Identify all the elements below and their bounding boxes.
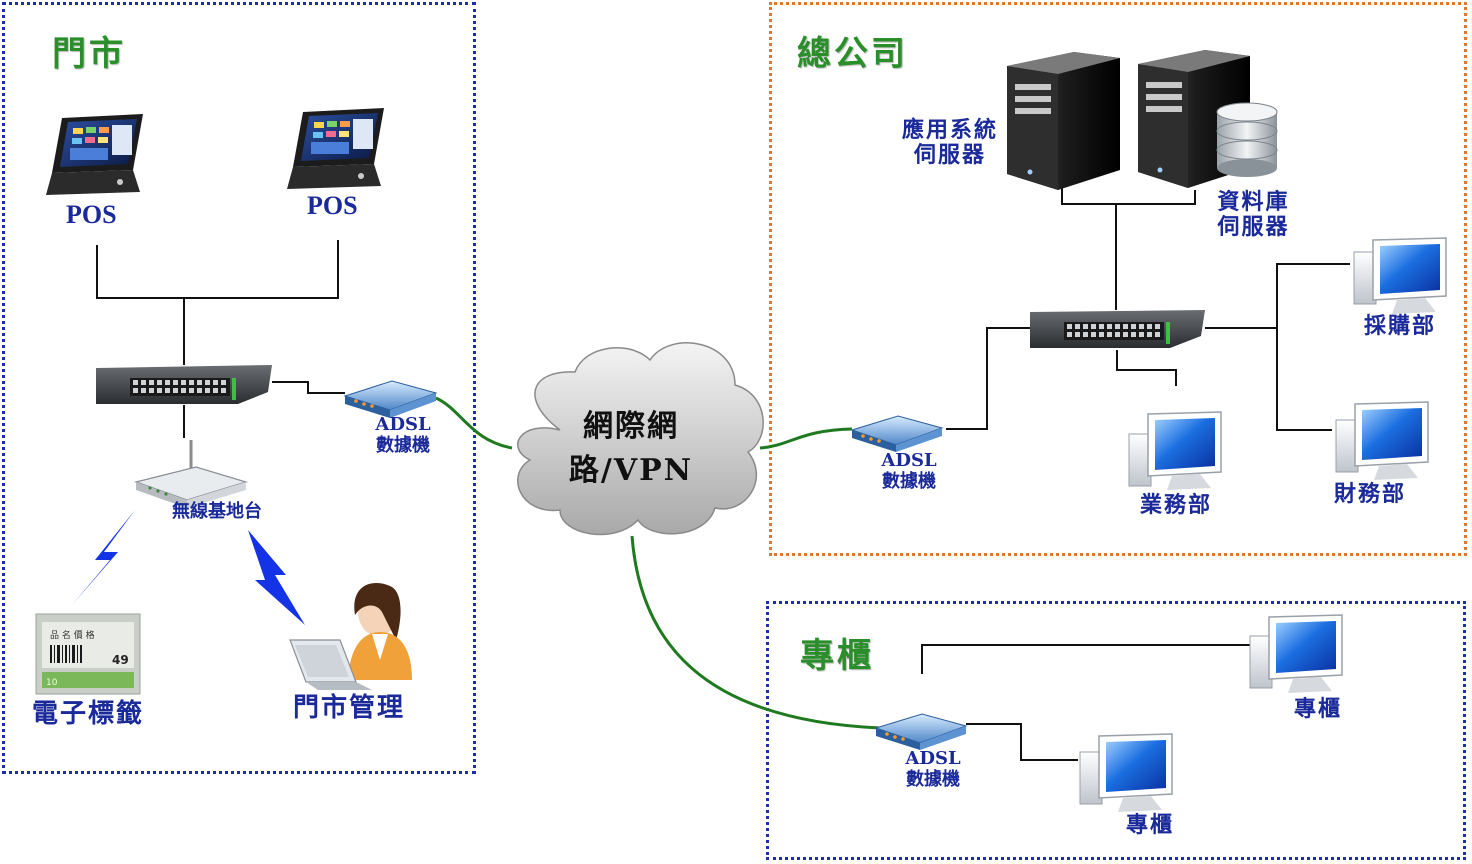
counter-adsl-label: ADSL 數據機 — [898, 748, 968, 790]
cloud-label: 網際網 路/VPN — [566, 405, 696, 492]
hq-switch-icon — [1030, 310, 1205, 348]
store-switch-icon — [96, 365, 272, 404]
hq-adsl-label-line1: ADSL — [881, 450, 937, 471]
db-server-label-line2: 伺服器 — [1217, 214, 1290, 241]
app-server-label-line1: 應用系統 — [901, 117, 998, 143]
pos-terminal-icon-1 — [46, 114, 143, 195]
database-icon — [1216, 102, 1278, 177]
counter-wires — [921, 644, 1250, 761]
hq-title: 總公司 — [797, 34, 908, 74]
wireless-signal-icon-right — [248, 530, 305, 625]
pc-icon-sales — [1128, 411, 1222, 490]
pos-terminal-icon-2 — [287, 108, 384, 189]
wireless-signal-icon-left — [72, 510, 135, 605]
pos-label-2: POS — [307, 191, 358, 220]
pos-label-1: POS — [66, 200, 117, 229]
pc-icon-finance — [1335, 401, 1429, 480]
store-region — [2, 2, 476, 774]
counter-adsl-label-line2: 數據機 — [906, 768, 960, 790]
counter-title: 專櫃 — [800, 636, 874, 676]
hq-adsl-modem-icon — [850, 415, 944, 452]
hq-adsl-label: ADSL 數據機 — [874, 450, 944, 492]
counter-pc2-label: 專櫃 — [1126, 812, 1175, 838]
pc-icon-purchasing — [1353, 237, 1447, 314]
esl-card-top-text: 品 名 價 格 — [50, 629, 95, 641]
counter-adsl-label-line1: ADSL — [905, 748, 961, 769]
cloud-label-line2: 路/VPN — [568, 452, 694, 488]
app-server-icon — [1007, 52, 1120, 190]
hq-adsl-label-line2: 數據機 — [882, 470, 936, 492]
store-adsl-label: ADSL 數據機 — [368, 414, 438, 456]
purchasing-label: 採購部 — [1364, 313, 1437, 339]
store-manager-label: 門市管理 — [293, 693, 406, 723]
pc-icon-counter-2 — [1079, 733, 1173, 812]
counter-region — [766, 601, 1466, 860]
wireless-ap-icon — [133, 440, 249, 508]
pc-icon-counter-1 — [1249, 614, 1343, 693]
db-server-label-line1: 資料庫 — [1217, 189, 1290, 215]
store-manager-person-icon — [348, 582, 412, 680]
esl-label: 電子標籤 — [32, 699, 145, 729]
hq-wires — [946, 188, 1350, 431]
esl-card-code: 10 — [46, 678, 58, 688]
wifi-ap-label: 無線基地台 — [172, 501, 262, 522]
sales-label: 業務部 — [1140, 492, 1213, 518]
store-adsl-modem-icon — [343, 380, 438, 418]
cloud-label-line1: 網際網 — [583, 409, 679, 444]
esl-card-digits: 49 — [112, 653, 129, 667]
finance-label: 財務部 — [1334, 481, 1407, 507]
store-adsl-label-line1: ADSL — [375, 414, 431, 435]
internet-cloud — [517, 342, 764, 536]
hq-region — [769, 2, 1467, 556]
db-server-label: 資料庫 伺服器 — [1206, 189, 1301, 241]
store-adsl-label-line2: 數據機 — [376, 434, 430, 456]
counter-adsl-modem-icon — [874, 713, 968, 750]
internet-links — [435, 396, 881, 730]
esl-tag-icon — [35, 613, 141, 695]
store-wires — [96, 240, 345, 438]
app-server-label-line2: 伺服器 — [913, 142, 986, 169]
app-server-label: 應用系統 伺服器 — [888, 117, 1012, 169]
store-title: 門市 — [52, 34, 126, 74]
laptop-icon — [289, 639, 372, 690]
counter-pc1-label: 專櫃 — [1294, 696, 1343, 722]
